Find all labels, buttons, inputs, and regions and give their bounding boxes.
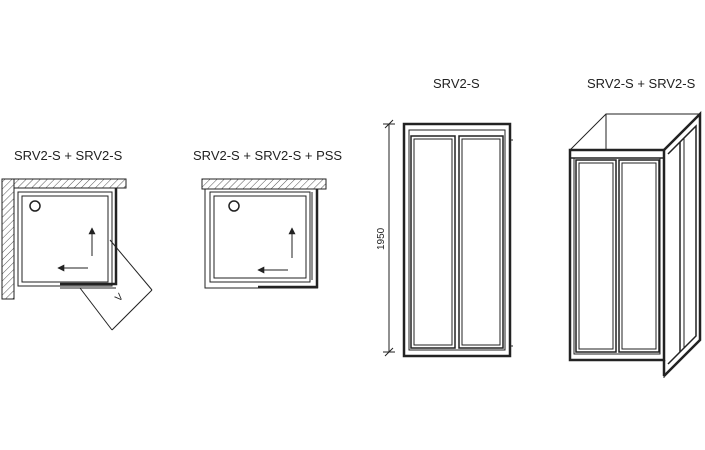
- diagram-corner-with-pss: SRV2-S + SRV2-S + PSS: [193, 148, 342, 289]
- wall-hatching-top: [201, 178, 327, 190]
- label-front-door: SRV2-S: [433, 76, 480, 91]
- door-frame: [402, 122, 513, 358]
- drain-icon: [228, 200, 240, 212]
- front-door-frame: [568, 148, 666, 362]
- label-corner-entry: SRV2-S + SRV2-S: [14, 148, 123, 163]
- label-enclosure-3d: SRV2-S + SRV2-S: [587, 76, 696, 91]
- height-dimension-line: [383, 119, 395, 357]
- side-door-frame: [662, 110, 702, 377]
- drain-icon: [29, 200, 41, 212]
- door-panel-left: [410, 135, 456, 349]
- diagram-corner-entry: SRV2-S + SRV2-S V: [1, 148, 153, 331]
- diagram-front-door: SRV2-S 1950: [376, 76, 513, 358]
- height-dimension-label: 1950: [376, 227, 387, 250]
- diagram-enclosure-3d: SRV2-S + SRV2-S: [568, 76, 702, 378]
- door-panel-right: [458, 135, 504, 349]
- diagonal-dimension: [79, 239, 153, 331]
- wall-hatching: [1, 178, 127, 300]
- door-frame-lines: [258, 189, 319, 289]
- front-door-panel-left: [575, 159, 617, 353]
- front-door-panel-right: [618, 159, 660, 353]
- dimension-label-v: V: [113, 291, 126, 304]
- shower-tray-outline: [17, 191, 113, 287]
- door-frame-lines: [60, 188, 118, 289]
- shower-tray-outline: [204, 189, 318, 289]
- label-corner-with-pss: SRV2-S + SRV2-S + PSS: [193, 148, 342, 163]
